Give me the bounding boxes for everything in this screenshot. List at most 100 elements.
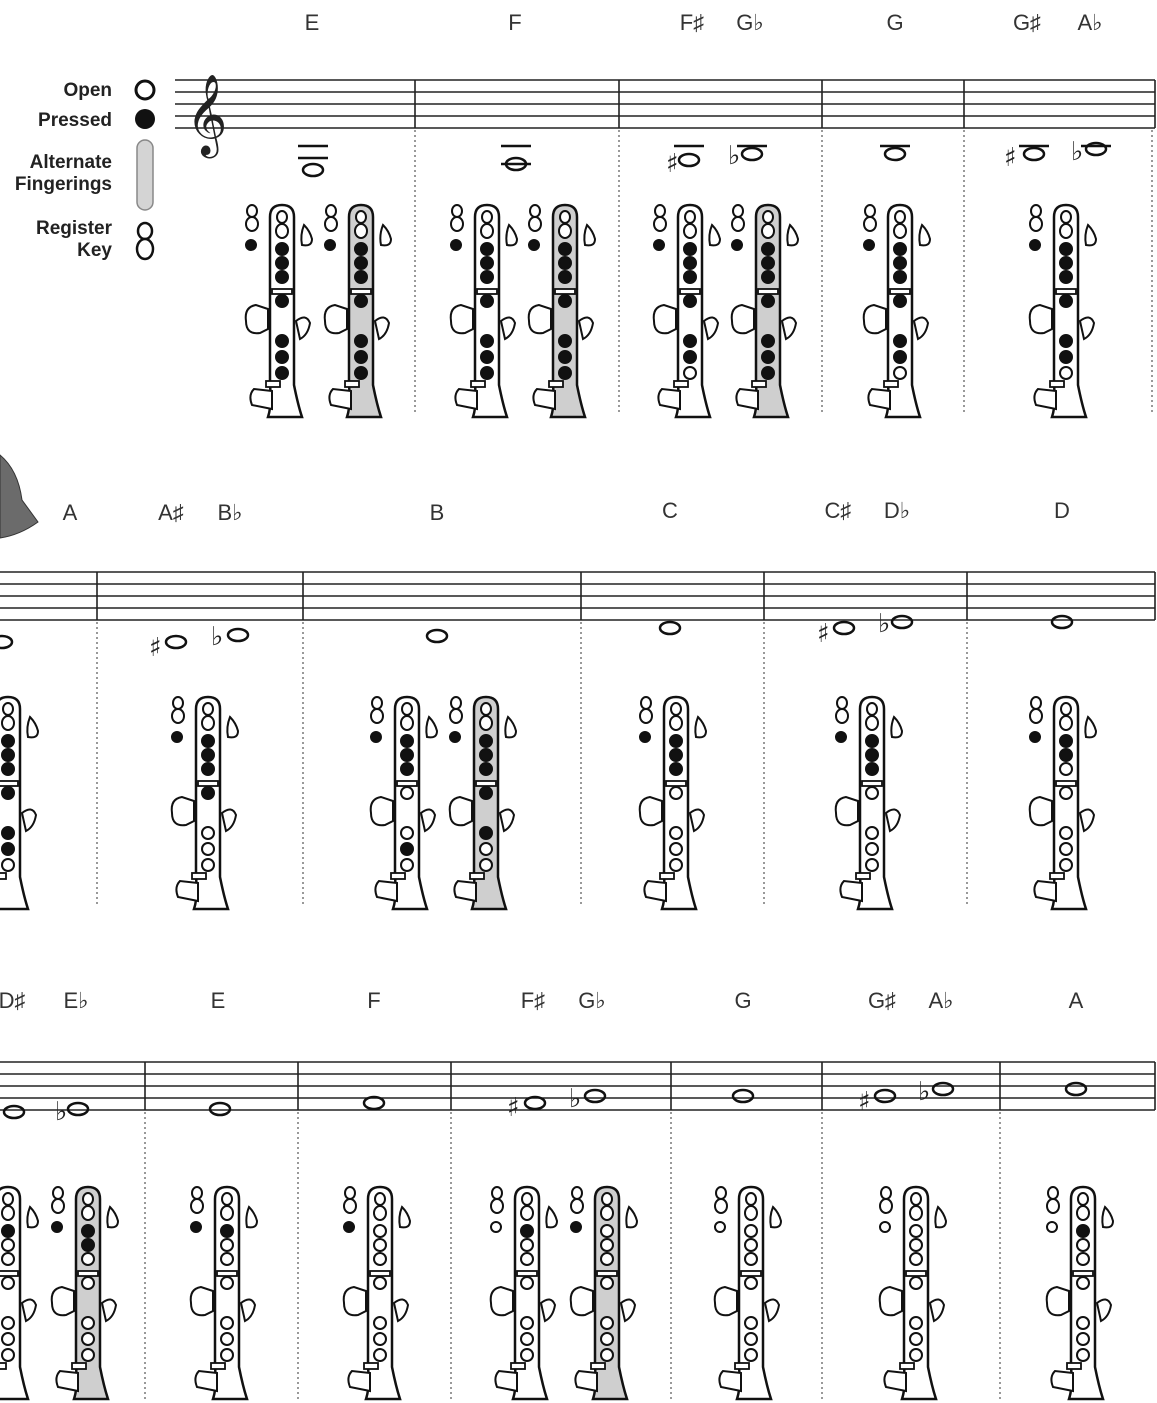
open-hole	[1077, 1333, 1089, 1345]
note-label: B	[430, 500, 445, 525]
bar-key	[370, 1271, 390, 1276]
pinky-key-icon	[56, 1371, 78, 1391]
whole-note	[427, 630, 447, 642]
note-label: G	[734, 988, 751, 1013]
flat-sign-icon: ♭	[1071, 137, 1083, 167]
open-hole	[670, 843, 682, 855]
open-hole	[2, 859, 14, 871]
note-label: E	[305, 10, 320, 35]
pressed-hole	[355, 335, 367, 347]
open-hole	[401, 827, 413, 839]
open-hole	[601, 1277, 613, 1289]
fingering-diagram	[1030, 697, 1096, 909]
lever-key-icon	[451, 305, 473, 333]
pressed-hole	[1060, 335, 1072, 347]
fingering-diagram	[491, 1187, 557, 1399]
palm-key-icon	[621, 1299, 635, 1321]
pressed-hole	[1060, 271, 1072, 283]
palm-key-icon	[375, 317, 389, 339]
pinky-key-icon	[195, 1371, 217, 1391]
flat-sign-icon: ♭	[569, 1084, 581, 1114]
register-key-icon	[491, 1187, 503, 1213]
bar-key	[78, 1271, 98, 1276]
note-label: G♭	[578, 988, 606, 1013]
open-hole	[670, 787, 682, 799]
whole-note	[742, 148, 762, 160]
bar-key	[477, 289, 497, 294]
fingering-diagram	[450, 697, 516, 909]
pressed-hole	[355, 367, 367, 379]
pinky-key-icon	[533, 389, 555, 409]
bar-key	[1073, 1271, 1093, 1276]
lever-key-icon	[654, 305, 676, 333]
fingering-diagram	[732, 205, 798, 417]
pressed-hole	[1060, 243, 1072, 255]
open-hole	[2, 1239, 14, 1251]
open-hole	[910, 1253, 922, 1265]
pinky-key-icon	[644, 881, 666, 901]
pinky-key-icon	[454, 881, 476, 901]
thumb-hole	[715, 1222, 725, 1232]
thumb-hole	[732, 240, 742, 250]
pressed-hole	[670, 735, 682, 747]
open-hole	[374, 1277, 386, 1289]
low-key	[1050, 873, 1064, 879]
whole-note	[660, 622, 680, 634]
pressed-hole	[480, 749, 492, 761]
low-key	[674, 381, 688, 387]
sharp-sign-icon: ♯	[507, 1093, 520, 1123]
open-hole	[866, 827, 878, 839]
note-label: E	[211, 988, 226, 1013]
pressed-hole	[401, 763, 413, 775]
side-key-icon	[27, 717, 38, 737]
open-hole	[1077, 1317, 1089, 1329]
lever-key-icon	[732, 305, 754, 333]
open-hole	[401, 859, 413, 871]
fingering-diagram	[640, 697, 706, 909]
open-hole	[1060, 827, 1072, 839]
pressed-hole	[276, 295, 288, 307]
palm-key-icon	[1080, 809, 1094, 831]
alternate-fingering-icon	[137, 140, 153, 210]
open-hole	[521, 1253, 533, 1265]
whole-note	[834, 622, 854, 634]
register-key-icon	[640, 697, 652, 723]
note-label: F	[508, 10, 521, 35]
thumb-hole	[1047, 1222, 1057, 1232]
side-key-icon	[891, 717, 902, 737]
pinky-key-icon	[840, 881, 862, 901]
palm-key-icon	[421, 809, 435, 831]
side-key-icon	[546, 1207, 557, 1227]
whole-note	[892, 616, 912, 628]
open-hole	[374, 1225, 386, 1237]
low-key	[345, 381, 359, 387]
bar-key	[217, 1271, 237, 1276]
note-label: D♭	[884, 498, 910, 523]
side-key-icon	[505, 717, 516, 737]
palm-key-icon	[22, 1299, 36, 1321]
register-key-icon	[137, 223, 153, 259]
open-hole	[1060, 843, 1072, 855]
open-hole	[1077, 1277, 1089, 1289]
whole-note	[166, 636, 186, 648]
lever-key-icon	[246, 305, 268, 333]
thumb-hole	[371, 732, 381, 742]
note-label: A	[63, 500, 78, 525]
open-hole	[745, 1225, 757, 1237]
fingering-diagram	[191, 1187, 257, 1399]
thumb-hole	[246, 240, 256, 250]
note-label: D	[1054, 498, 1070, 523]
fingering-diagram	[880, 1187, 946, 1399]
open-hole	[910, 1225, 922, 1237]
pressed-hole	[684, 335, 696, 347]
pressed-hole	[762, 243, 774, 255]
side-key-icon	[935, 1207, 946, 1227]
pressed-hole	[480, 763, 492, 775]
pressed-hole	[481, 335, 493, 347]
legend-alternate-label-2: Fingerings	[15, 174, 112, 195]
open-hole-icon	[136, 81, 154, 99]
flat-sign-icon: ♭	[918, 1077, 930, 1107]
pinky-key-icon	[375, 881, 397, 901]
fingering-diagram	[371, 697, 437, 909]
thumb-hole	[571, 1222, 581, 1232]
